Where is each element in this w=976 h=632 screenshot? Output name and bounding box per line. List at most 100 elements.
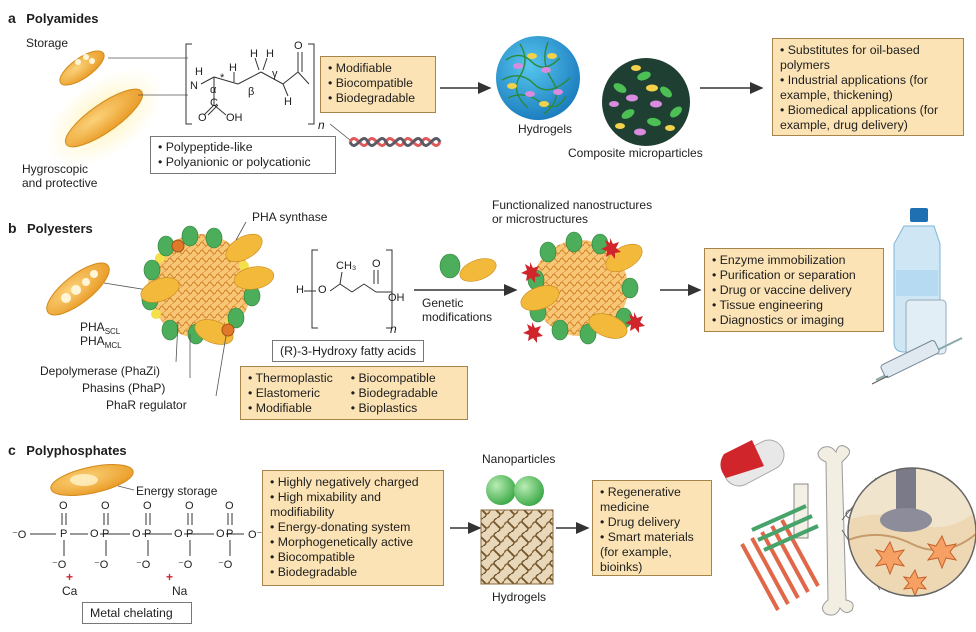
- polyamide-feature: Polypeptide-like: [158, 140, 328, 155]
- polyester-applications-box: Enzyme immobilization Purification or se…: [704, 248, 884, 332]
- polyphosphate-application: Regenerative medicine: [600, 485, 704, 515]
- pp-p1: P: [60, 528, 68, 540]
- polyester-property: Biocompatible: [351, 371, 438, 386]
- pp-o-top1: O: [59, 500, 68, 512]
- polyamide-property: Biodegradable: [328, 91, 428, 106]
- chem-gamma: γ: [272, 68, 278, 80]
- pp-o-top5: O: [225, 500, 234, 512]
- polyphosphate-property: Highly negatively charged: [270, 475, 436, 490]
- section-letter-b: b: [8, 220, 17, 236]
- pha-synthase-label: PHA synthase: [252, 210, 328, 224]
- polyester-property: Thermoplastic: [248, 371, 333, 386]
- polyphosphate-property: Morphogenetically active: [270, 535, 436, 550]
- chem-o-b: O: [318, 284, 327, 296]
- chem-o-top: O: [294, 40, 303, 52]
- pp-p5: P: [226, 528, 234, 540]
- hydrogels-label-a: Hydrogels: [518, 122, 573, 136]
- phasins-label: Phasins (PhaP): [82, 381, 166, 395]
- helix-graphic: [329, 123, 442, 147]
- polyphosphate-chain: [30, 513, 244, 556]
- energy-storage-label: Energy storage: [136, 484, 218, 498]
- bone-graphic: [817, 445, 854, 616]
- polyamide-application: Biomedical applications (for example, dr…: [780, 103, 956, 133]
- section-header-c: c Polyphosphates: [8, 442, 127, 460]
- chem-h1: H: [229, 62, 237, 74]
- pp-o-minus-start: ⁻O: [12, 529, 27, 541]
- pp-p3: P: [144, 528, 152, 540]
- polyamide-structure: [185, 43, 315, 125]
- polyphosphate-application: Smart materials (for example, bioinks): [600, 530, 704, 575]
- ca-label: Ca: [62, 584, 78, 598]
- section-title-b: Polyesters: [27, 221, 93, 236]
- pha-mcl-text: PHA: [80, 334, 105, 348]
- pha-bacterium: [46, 262, 110, 316]
- chem-o-bottom: O: [198, 112, 207, 124]
- polyamide-property: Modifiable: [328, 61, 428, 76]
- polyamide-feature: Polyanionic or polycationic: [158, 155, 328, 170]
- polyester-application: Tissue engineering: [712, 298, 876, 313]
- polyphosphate-property: High mixability and modifiability: [270, 490, 436, 520]
- pp-o-bridge3: O: [174, 528, 183, 540]
- composite-label: Composite microparticles: [568, 146, 703, 160]
- chem-beta: β: [248, 86, 255, 98]
- capsule-graphic: [720, 439, 785, 487]
- genetic-modifications-label: Genetic modifications: [422, 296, 493, 324]
- chem-star: *: [220, 72, 225, 84]
- section-header-a: a Polyamides: [8, 10, 99, 28]
- pha-mcl-label: PHAMCL: [80, 334, 122, 350]
- depolymerase-label: Depolymerase (PhaZi): [40, 364, 161, 378]
- chem-oh-b: OH: [388, 292, 405, 304]
- polyamide-property: Biocompatible: [328, 76, 428, 91]
- polyester-n-label: n: [390, 322, 397, 336]
- polyester-property: Bioplastics: [351, 401, 438, 416]
- pha-scl-text: PHA: [80, 320, 105, 334]
- pp-o-bottom5: ⁻O: [218, 559, 233, 571]
- polyester-properties-right: Biocompatible Biodegradable Bioplastics: [351, 371, 438, 416]
- polyphosphate-property: Biocompatible: [270, 550, 436, 565]
- polyamide-properties-box: Modifiable Biocompatible Biodegradable: [320, 56, 436, 113]
- nanoparticles-label: Nanoparticles: [482, 452, 556, 466]
- pp-o-top3: O: [143, 500, 152, 512]
- tissue-zoom-graphic: [847, 467, 976, 597]
- polyphosphate-applications-box: Regenerative medicine Drug delivery Smar…: [592, 480, 712, 576]
- section-title-c: Polyphosphates: [26, 443, 127, 458]
- functionalized-granule: [520, 231, 645, 345]
- chem-c-bottom: C: [210, 97, 218, 109]
- polyester-application: Drug or vaccine delivery: [712, 283, 876, 298]
- hydrogel-sphere: [496, 36, 580, 120]
- chem-oh: OH: [226, 112, 243, 124]
- hygroscopic-label: Hygroscopic and protective: [22, 162, 98, 190]
- pp-o-bottom2: ⁻O: [94, 559, 109, 571]
- polyester-application: Purification or separation: [712, 268, 876, 283]
- polyphosphate-properties-box: Highly negatively charged High mixabilit…: [262, 470, 444, 586]
- pp-p2: P: [102, 528, 110, 540]
- polyester-property: Elastomeric: [248, 386, 333, 401]
- scl-subscript: SCL: [104, 327, 121, 336]
- section-header-b: b Polyesters: [8, 220, 93, 238]
- polyamide-application: Substitutes for oil-based polymers: [780, 43, 956, 73]
- chem-ch3: CH₃: [336, 260, 357, 272]
- chem-h4: H: [284, 96, 292, 108]
- polyester-property: Modifiable: [248, 401, 333, 416]
- polyphosphate-application: Drug delivery: [600, 515, 704, 530]
- hydroxy-acid-label: (R)-3-Hydroxy fatty acids: [272, 340, 424, 362]
- chem-n: N: [190, 80, 198, 92]
- storage-label: Storage: [26, 36, 69, 50]
- polyp-bacterium: [50, 464, 134, 496]
- mcl-subscript: MCL: [104, 341, 122, 350]
- polyamide-application: Industrial applications (for example, th…: [780, 73, 956, 103]
- metal-chelating-label: Metal chelating: [82, 602, 192, 624]
- pp-o-bridge4: O: [216, 528, 225, 540]
- scaffold-graphic: [740, 483, 820, 611]
- section-letter-c: c: [8, 442, 16, 458]
- polyphosphate-property: Biodegradable: [270, 565, 436, 580]
- composite-microparticle: [602, 58, 690, 146]
- pha-granule: [140, 225, 275, 345]
- nanoparticles-graphic: [486, 475, 544, 506]
- polyamides-bacteria: [44, 50, 164, 168]
- hydrogels-label-c: Hydrogels: [492, 590, 547, 604]
- hydroxy-acid-structure: [304, 249, 393, 329]
- polyamide-features-box: Polypeptide-like Polyanionic or polycati…: [150, 136, 336, 174]
- polyamide-n-label: n: [318, 118, 325, 132]
